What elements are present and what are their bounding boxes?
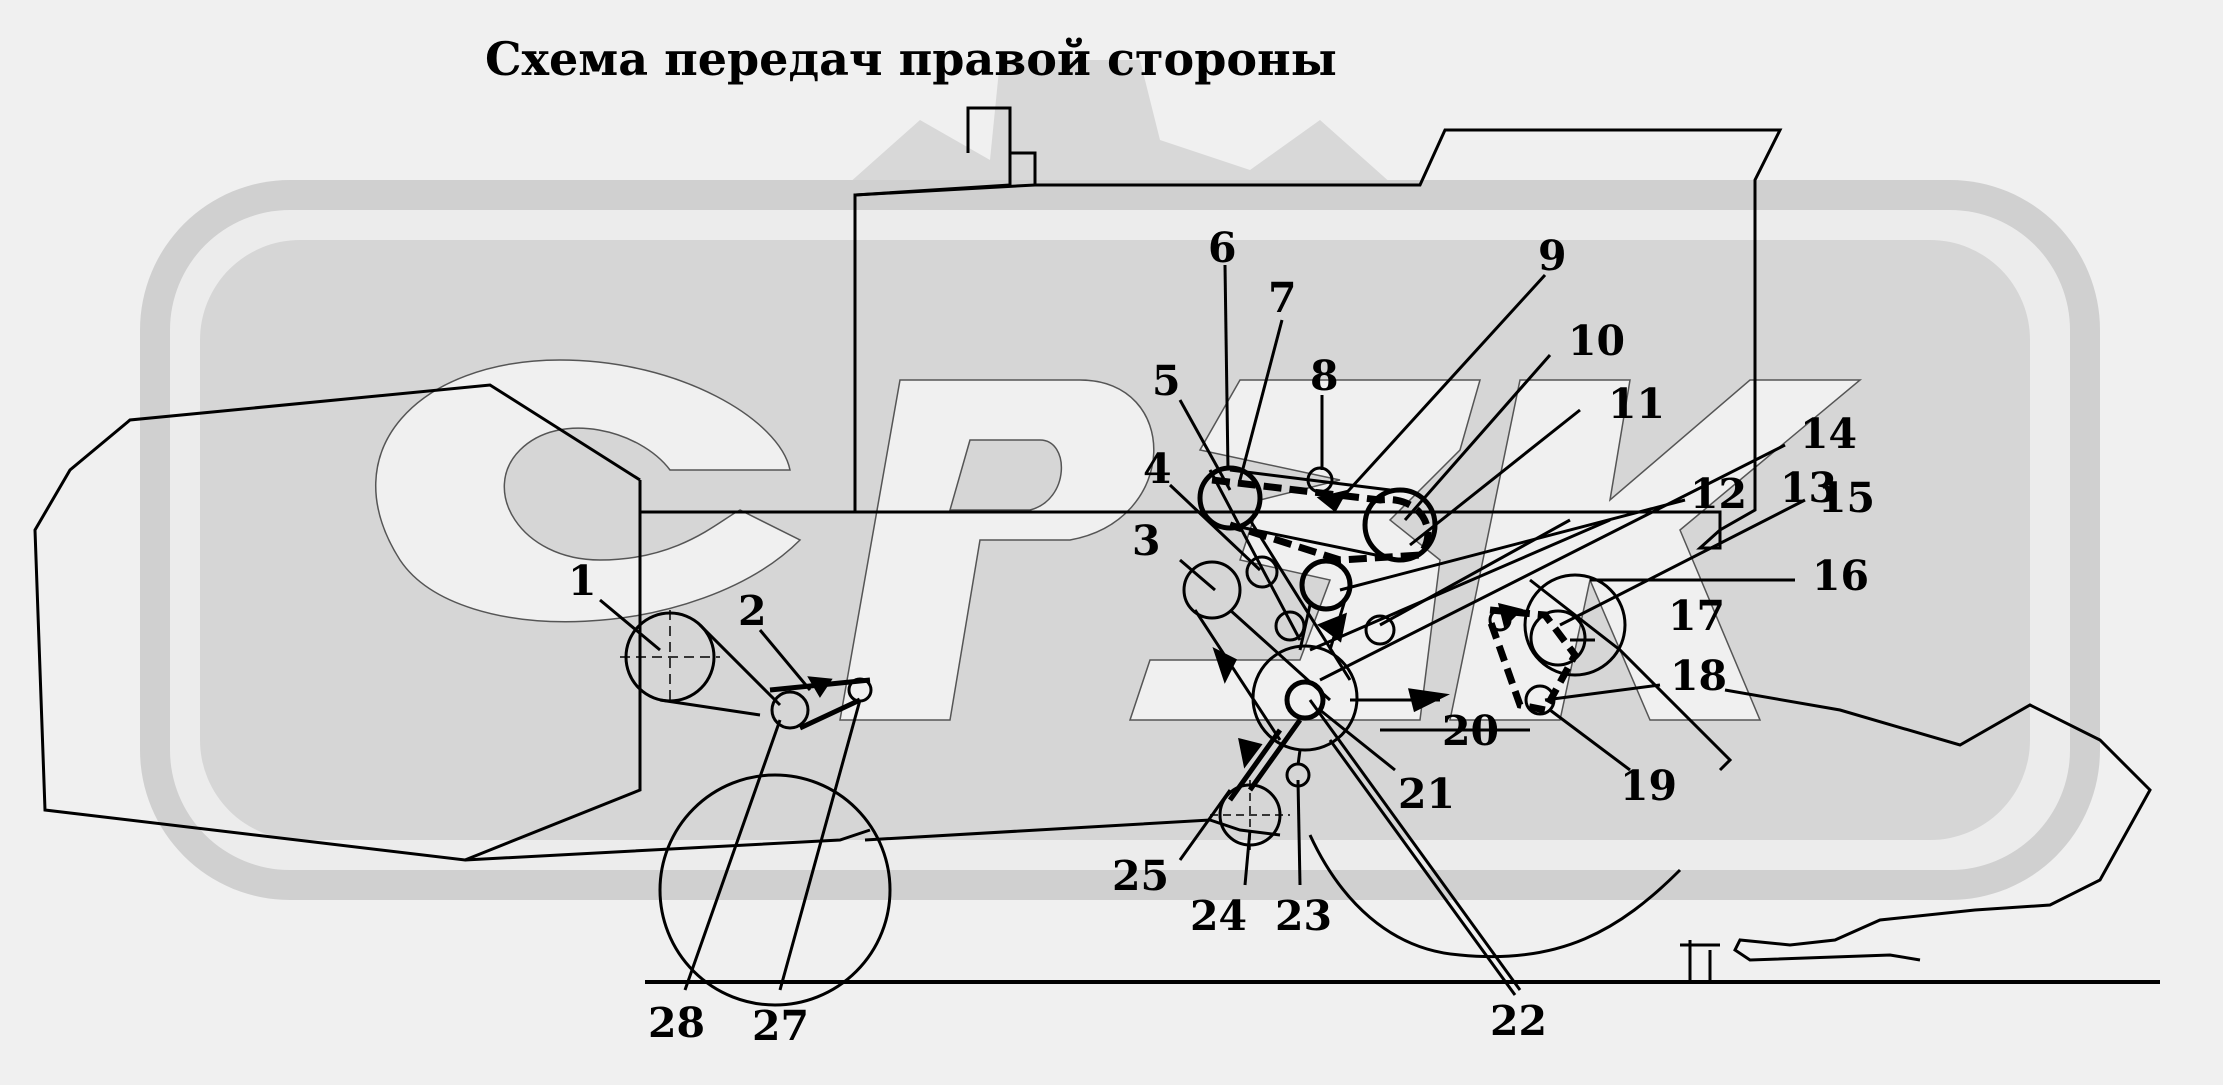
leader-7 xyxy=(1238,319,1284,481)
callout-19: 19 xyxy=(1620,762,1677,810)
belt-1-2 xyxy=(659,623,782,717)
rear-wheel-arc xyxy=(1308,834,1682,959)
cab-top xyxy=(853,106,1036,200)
watermark-letter-k xyxy=(1449,379,1863,721)
rod-upper xyxy=(1309,518,1611,652)
pulley-2a xyxy=(770,690,810,730)
pulley-17 xyxy=(1529,609,1587,667)
callout-27: 27 xyxy=(752,1002,809,1050)
front-wheel xyxy=(658,773,892,1007)
leader-13 xyxy=(1379,518,1571,627)
arrow-upper xyxy=(1316,489,1348,513)
leader-4 xyxy=(1168,483,1262,572)
callout-16: 16 xyxy=(1812,552,1869,600)
callout-28: 28 xyxy=(648,999,705,1047)
leader-27 xyxy=(778,699,862,991)
callout-20: 20 xyxy=(1442,707,1499,755)
chopper-outline xyxy=(1724,688,2152,962)
pulley-4 xyxy=(1245,555,1279,589)
leader-18 xyxy=(1544,683,1661,702)
header-bottom xyxy=(464,828,871,862)
arrow-3 xyxy=(1212,647,1238,684)
watermark-letter-c xyxy=(375,359,802,623)
leader-1 xyxy=(599,598,661,652)
pulley-13 xyxy=(1364,614,1396,646)
leader-6 xyxy=(1223,264,1230,471)
pulley-1-axis xyxy=(620,610,720,705)
callout-2: 2 xyxy=(738,587,767,635)
callout-9: 9 xyxy=(1538,232,1567,280)
callout-6: 6 xyxy=(1208,224,1237,272)
arrow-2 xyxy=(807,676,833,698)
arrow-25 xyxy=(1238,737,1263,769)
callout-13: 13 xyxy=(1780,464,1837,512)
leader-3 xyxy=(1179,558,1216,592)
leader-24 xyxy=(1243,829,1252,886)
leader-12 xyxy=(1339,498,1686,592)
callout-11: 11 xyxy=(1608,380,1665,428)
callout-17: 17 xyxy=(1668,592,1725,640)
belt-21-23 xyxy=(1296,749,1302,766)
belt-5-21 xyxy=(1208,469,1352,681)
leader-2 xyxy=(758,629,812,691)
watermark-logo xyxy=(140,60,2100,900)
leader-25 xyxy=(1178,789,1232,861)
belt-3-21 xyxy=(1193,608,1332,741)
lower-frame xyxy=(864,818,1281,842)
pulley-17-large xyxy=(1523,573,1627,677)
leader-19 xyxy=(1549,708,1631,772)
leader-28 xyxy=(683,719,782,991)
callout-15: 15 xyxy=(1818,474,1875,522)
callout-12: 12 xyxy=(1690,470,1747,518)
callout-14: 14 xyxy=(1800,410,1857,458)
callout-8: 8 xyxy=(1310,352,1339,400)
leader-9 xyxy=(1338,273,1547,502)
leader-22a xyxy=(1308,699,1522,991)
callout-23: 23 xyxy=(1275,892,1332,940)
callout-10: 10 xyxy=(1568,317,1625,365)
callout-21: 21 xyxy=(1398,770,1455,818)
rod-21-20 xyxy=(1350,698,1530,732)
leader-21 xyxy=(1319,708,1396,772)
header-body xyxy=(33,383,642,862)
callout-24: 24 xyxy=(1190,892,1247,940)
leader-22b xyxy=(1328,739,1517,996)
callout-1: 1 xyxy=(568,557,597,605)
belt-21-24 xyxy=(1227,718,1303,802)
arrow-15 xyxy=(1497,602,1523,628)
callout-22: 22 xyxy=(1490,997,1547,1045)
leader-14 xyxy=(1319,443,1786,682)
leader-lines xyxy=(599,264,1806,996)
rear-frame xyxy=(1529,578,1733,772)
diagram-title: Схема передач правой стороны xyxy=(485,32,1337,86)
leader-23 xyxy=(1296,779,1302,886)
callout-25: 25 xyxy=(1112,852,1169,900)
callout-3: 3 xyxy=(1132,517,1161,565)
pulley-21-hub xyxy=(1284,679,1326,721)
leader-11 xyxy=(1409,408,1581,547)
callout-5: 5 xyxy=(1152,357,1181,405)
leader-5 xyxy=(1178,399,1232,491)
leader-10 xyxy=(1403,354,1552,521)
watermark-letter-p xyxy=(839,379,1155,721)
leader-15 xyxy=(1559,498,1806,627)
callout-labels: 1 2 3 4 5 6 7 8 9 10 11 12 13 14 15 16 1… xyxy=(568,224,1875,1050)
step xyxy=(1680,940,1720,980)
callout-4: 4 xyxy=(1143,445,1172,493)
pulley-11 xyxy=(1299,558,1353,612)
callout-18: 18 xyxy=(1670,652,1727,700)
belt-upper xyxy=(1211,476,1432,564)
arrow-13 xyxy=(1316,612,1348,643)
pulley-3 xyxy=(1182,560,1242,620)
callout-7: 7 xyxy=(1268,274,1297,322)
